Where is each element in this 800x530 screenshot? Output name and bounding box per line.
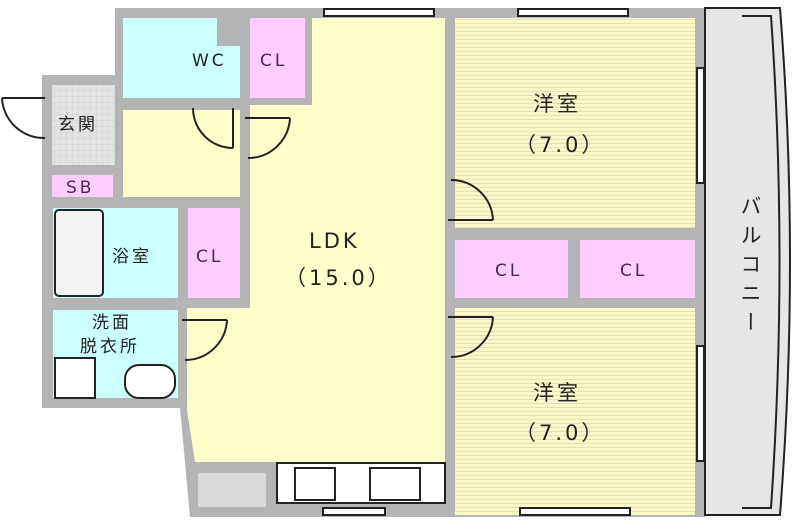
- washroom-door[interactable]: [182, 319, 228, 362]
- pipe-space: [217, 18, 240, 46]
- hallway: [123, 110, 240, 197]
- closet-right-2: [580, 240, 695, 298]
- bathtub: [54, 209, 104, 297]
- window: [519, 507, 631, 516]
- balcony: [704, 7, 791, 516]
- wash-basin: [124, 364, 176, 399]
- room1-door[interactable]: [448, 178, 494, 221]
- window: [322, 507, 386, 516]
- closet-middle: [188, 208, 240, 298]
- ldk-size: （15.0）: [285, 266, 392, 290]
- western-room-1-size: （7.0）: [515, 133, 605, 157]
- bathroom-label: 浴室: [112, 247, 152, 267]
- wc-door[interactable]: [192, 107, 234, 149]
- window: [696, 67, 705, 184]
- ldk-label: LDK: [309, 229, 360, 253]
- storage-nook: [198, 473, 266, 507]
- western-room-1-label: 洋室: [533, 92, 581, 116]
- entrance: [52, 85, 115, 165]
- closet-top: [250, 18, 305, 98]
- western-room-2-size: （7.0）: [515, 421, 605, 445]
- sink: [369, 467, 421, 501]
- window: [323, 8, 435, 17]
- closet-middle-label: CL: [196, 247, 223, 267]
- closet-top-label: CL: [260, 51, 287, 71]
- western-room-1: [455, 18, 695, 228]
- wc-label: WC: [192, 51, 227, 71]
- stove: [294, 467, 336, 501]
- hall-door[interactable]: [245, 117, 291, 160]
- window: [696, 345, 705, 462]
- ldk-room: [187, 18, 445, 462]
- entrance-label: 玄関: [58, 115, 98, 135]
- western-room-2: [455, 308, 695, 515]
- ldk-room-upper: [250, 105, 312, 115]
- front-door[interactable]: [1, 97, 46, 140]
- balcony-rail: [742, 15, 781, 509]
- washroom-label-1: 洗面: [92, 313, 132, 333]
- room2-door[interactable]: [448, 316, 494, 359]
- washing-machine: [54, 357, 96, 399]
- western-room-2-label: 洋室: [533, 381, 581, 405]
- washroom-label-2: 脱衣所: [80, 337, 140, 357]
- closet-right-1-label: CL: [495, 261, 522, 281]
- closet-right-2-label: CL: [620, 261, 647, 281]
- closet-right-1: [455, 240, 568, 298]
- shoe-box-label: SB: [66, 178, 94, 198]
- window: [517, 8, 629, 17]
- shoe-box: [52, 175, 113, 197]
- balcony-label: バルコニー: [738, 195, 762, 340]
